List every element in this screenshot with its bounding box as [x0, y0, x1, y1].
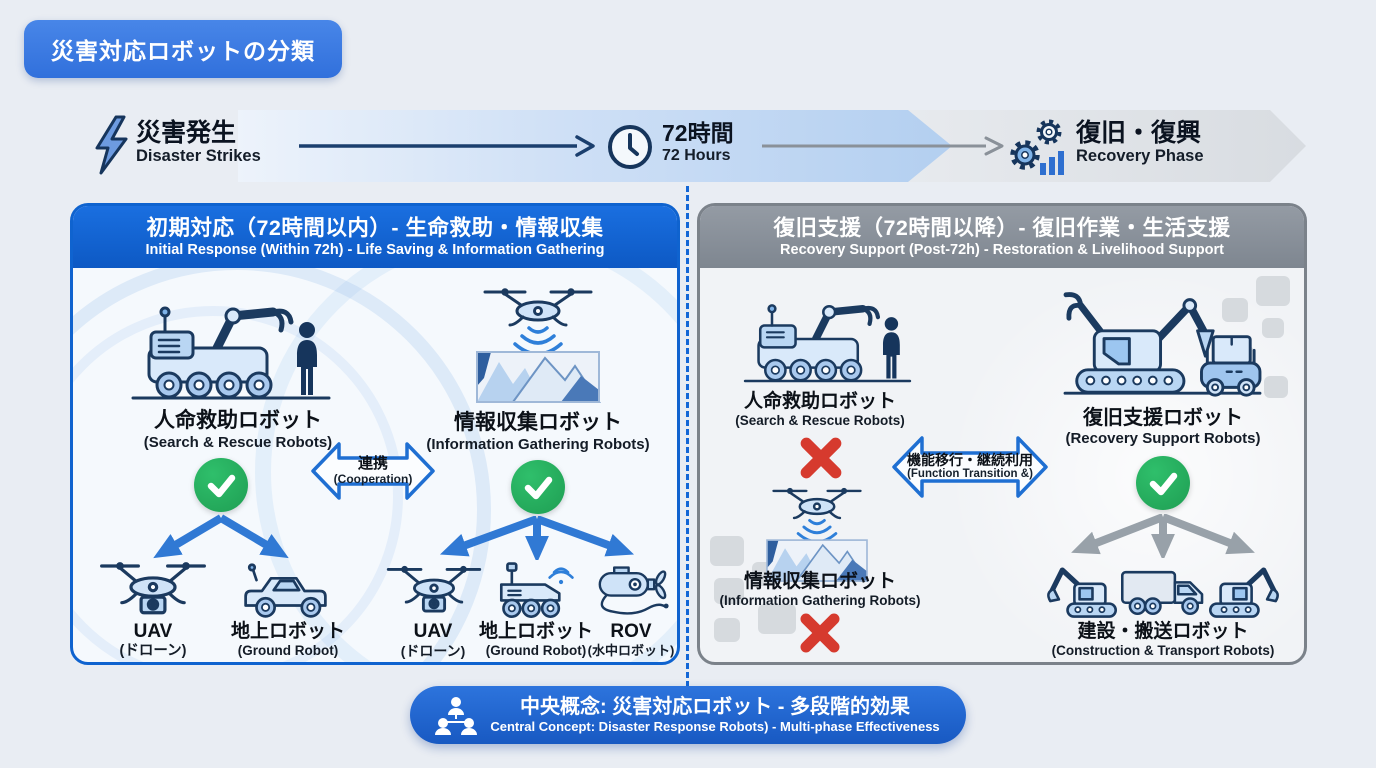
transition-arrow: 機能移行・継続利用 (Function Transition &): [890, 426, 1050, 508]
page-title: 災害対応ロボットの分類: [24, 20, 342, 78]
recovery-panel-title: 復旧支援（72時間以降）- 復旧作業・生活支援: [773, 215, 1231, 240]
rescue-node-title: 人命救助ロボット: [743, 391, 896, 412]
cooperation-label: 連携 (Cooperation): [309, 434, 437, 508]
rescue-node-subtitle: (Search & Rescue Robots): [735, 413, 905, 429]
rescue-fanout-arrows: [153, 514, 289, 559]
timeline-arrow-blue: [299, 135, 595, 157]
timeline-recovery-label: 復旧・復興 Recovery Phase: [1076, 119, 1204, 165]
info-node-title: 情報収集ロボット: [454, 411, 622, 434]
recovery-title: 復旧・復興: [1076, 119, 1202, 147]
uav-label-info: UAV (ドローン): [373, 620, 493, 660]
cargo-truck-icon: [1121, 570, 1204, 616]
drone-icon: [100, 562, 206, 615]
rescue-robot-icon: [131, 306, 331, 400]
cooperation-title: 連携: [357, 455, 388, 473]
support-node-subtitle: (Recovery Support Robots): [1065, 430, 1261, 448]
rescue-robot-icon: [743, 304, 912, 383]
check-icon: [1136, 456, 1190, 510]
info-node-title: 情報収集ロボット: [743, 571, 896, 592]
hours-title: 72時間: [662, 120, 734, 146]
excavator-icon: [1047, 567, 1118, 618]
central-concept-banner: 中央概念: 災害対応ロボット - 多段階的効果 Central Concept:…: [410, 686, 966, 744]
timeline-disaster-label: 災害発生 Disaster Strikes: [136, 119, 261, 165]
initial-panel-title: 初期対応（72時間以内）- 生命救助・情報収集: [146, 215, 604, 240]
uav-title: UAV: [133, 621, 173, 642]
initial-panel-subtitle: Initial Response (Within 72h) - Life Sav…: [145, 242, 605, 259]
drone-icon: [386, 565, 482, 613]
lightning-icon: [95, 115, 128, 175]
central-concept-title: 中央概念: 災害対応ロボット - 多段階的効果: [520, 696, 910, 719]
recovery-subtitle: Recovery Phase: [1076, 147, 1204, 165]
transition-subtitle: (Function Transition &): [907, 468, 1033, 481]
info-node-label-right: 情報収集ロボット (Information Gathering Robots): [700, 570, 940, 610]
rescue-node-label-right: 人命救助ロボット (Search & Rescue Robots): [700, 390, 940, 430]
cooperation-subtitle: (Cooperation): [333, 471, 413, 486]
clock-icon: [608, 125, 652, 169]
info-node-subtitle: (Information Gathering Robots): [426, 435, 650, 453]
check-icon: [511, 460, 565, 514]
uav-label-rescue: UAV (ドローン): [88, 620, 218, 661]
rov-icon: [598, 566, 669, 615]
support-node-title: 復旧支援ロボット: [1083, 407, 1243, 429]
gears-chart-icon: [1010, 119, 1064, 175]
recovery-panel-header: 復旧支援（72時間以降）- 復旧作業・生活支援 Recovery Support…: [700, 206, 1304, 268]
rov-label: ROV (水中ロボット): [569, 620, 677, 659]
central-concept-subtitle: Central Concept: Disaster Response Robot…: [490, 719, 940, 735]
phase-divider-line: [686, 186, 689, 687]
uav-title: UAV: [413, 621, 453, 642]
uav-subtitle: (ドローン): [119, 643, 187, 660]
info-fanout-arrows: [439, 516, 635, 560]
disaster-subtitle: Disaster Strikes: [136, 147, 261, 165]
info-node-label: 情報収集ロボット (Information Gathering Robots): [413, 410, 663, 454]
people-group-icon: [435, 697, 477, 735]
recovery-panel-subtitle: Recovery Support (Post-72h) - Restoratio…: [780, 242, 1224, 259]
rescue-node-label: 人命救助ロボット (Search & Rescue Robots): [88, 408, 388, 452]
rov-subtitle: (水中ロボット): [587, 643, 675, 659]
ground-robot-subtitle: (Ground Robot): [485, 643, 587, 659]
cooperation-arrow: 連携 (Cooperation): [309, 434, 437, 508]
disaster-title: 災害発生: [136, 119, 237, 147]
transition-title: 機能移行・継続利用: [907, 452, 1033, 469]
hours-subtitle: 72 Hours: [662, 146, 731, 164]
rover-icon: [499, 562, 574, 618]
support-fanout-arrows: [1071, 514, 1255, 558]
ground-robot-title: 地上ロボット: [230, 621, 345, 642]
excavator-icon: [1208, 567, 1279, 618]
rov-title: ROV: [610, 621, 652, 642]
construction-transport-label: 建設・搬送ロボット (Construction & Transport Robo…: [1030, 620, 1296, 660]
drone-mapping-icon: [476, 288, 601, 403]
central-concept-label: 中央概念: 災害対応ロボット - 多段階的効果 Central Concept:…: [478, 695, 966, 735]
rescue-node-title: 人命救助ロボット: [154, 409, 322, 432]
initial-panel-header: 初期対応（72時間以内）- 生命救助・情報収集 Initial Response…: [73, 206, 677, 268]
check-icon: [194, 458, 248, 512]
support-node-label: 復旧支援ロボット (Recovery Support Robots): [1048, 406, 1278, 449]
transition-label: 機能移行・継続利用 (Function Transition &): [890, 426, 1050, 508]
ground-robot-label-rescue: 地上ロボット (Ground Robot): [213, 620, 363, 660]
timeline-arrow-gray: [762, 136, 1004, 156]
cross-icon: [800, 437, 842, 479]
drone-mapping-icon: [766, 487, 869, 582]
uav-subtitle: (ドローン): [400, 643, 466, 660]
initial-response-panel: 初期対応（72時間以内）- 生命救助・情報収集 Initial Response…: [70, 203, 680, 665]
ground-robot-icon: [244, 563, 327, 618]
ground-robot-subtitle: (Ground Robot): [237, 643, 339, 659]
recovery-support-panel: 復旧支援（72時間以降）- 復旧作業・生活支援 Recovery Support…: [697, 203, 1307, 665]
excavator-cart-icon: [1063, 292, 1262, 397]
timeline-hours-label: 72時間 72 Hours: [662, 120, 734, 165]
construction-subtitle: (Construction & Transport Robots): [1051, 643, 1275, 659]
rescue-node-subtitle: (Search & Rescue Robots): [143, 433, 333, 451]
info-node-subtitle: (Information Gathering Robots): [719, 593, 921, 609]
cross-icon: [800, 613, 840, 653]
ground-robot-title: 地上ロボット: [478, 621, 593, 642]
construction-title: 建設・搬送ロボット: [1077, 621, 1249, 642]
ground-robot-label-info: 地上ロボット (Ground Robot): [463, 620, 609, 660]
